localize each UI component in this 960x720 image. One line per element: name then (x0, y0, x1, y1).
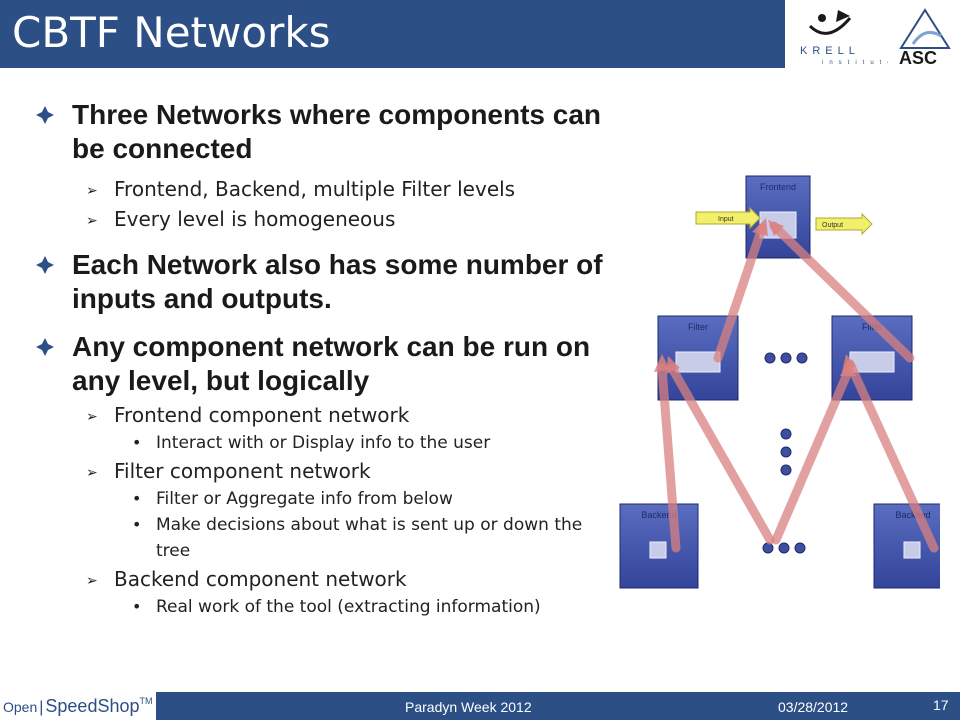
asc-logo: ASC (899, 8, 951, 68)
bullet-3: Any component network can be run on any … (36, 330, 616, 398)
bullet-1: Three Networks where components can be c… (36, 98, 616, 166)
backend-left-label: Backend (641, 510, 676, 520)
frontend-label: Frontend (760, 182, 796, 192)
bullet-1-text: Three Networks where components can be c… (72, 99, 602, 164)
arrow-bullet-icon: ➢ (86, 465, 98, 481)
filter-left-label: Filter (688, 322, 708, 332)
sub-sub-bullet-text: Interact with or Display info to the use… (156, 433, 491, 453)
bullet-content: Three Networks where components can be c… (36, 98, 616, 620)
sub-sub-bullet: • Real work of the tool (extracting info… (36, 594, 596, 620)
sub-sub-bullet-text: Make decisions about what is sent up or … (156, 515, 583, 561)
footer-event: Paradyn Week 2012 (405, 699, 532, 715)
ellipsis-dots (762, 352, 808, 554)
page-number: 17 (933, 697, 949, 713)
dot-bullet-icon: • (132, 515, 142, 534)
sub-bullet-text: Frontend component network (114, 403, 410, 427)
sub-bullet-text: Backend component network (114, 567, 407, 591)
logo-tm-text: TM (139, 696, 153, 706)
backend-node-left: Backend (619, 503, 699, 589)
arrow-bullet-icon: ➢ (86, 183, 98, 199)
openspeedshop-logo: Open|SpeedShopTM (3, 696, 153, 717)
sub-sub-bullet-text: Filter or Aggregate info from below (156, 489, 453, 509)
output-label: Output (822, 222, 843, 229)
logo-divider: | (39, 699, 44, 716)
dot-bullet-icon: • (132, 489, 142, 508)
dot-bullet-icon: • (132, 597, 142, 616)
sub-bullet: ➢ Every level is homogeneous (36, 204, 616, 234)
footer-logo-area (0, 692, 156, 720)
krell-logo-word: KRELL (800, 45, 860, 57)
sub-bullet: ➢ Frontend component network (36, 400, 616, 430)
sub-bullet-text: Filter component network (114, 459, 371, 483)
krell-logo-sub: institute (822, 60, 888, 66)
backend-right-label: Backend (895, 510, 930, 520)
bullet-2-text: Each Network also has some number of inp… (72, 249, 603, 314)
sub-bullet-text: Frontend, Backend, multiple Filter level… (114, 177, 516, 201)
sub-sub-bullet: • Filter or Aggregate info from below (36, 486, 596, 512)
input-arrow: Input (695, 206, 761, 230)
network-diagram: Frontend Input Output Filter Filter Back… (619, 175, 940, 589)
sub-sub-bullet: • Interact with or Display info to the u… (36, 430, 596, 456)
dot-bullet-icon: • (132, 433, 142, 452)
footer-bar (0, 692, 960, 720)
asc-logo-word: ASC (899, 48, 937, 68)
footer-date: 03/28/2012 (778, 699, 849, 715)
diamond-bullet-icon (36, 106, 54, 124)
diamond-bullet-icon (36, 338, 54, 356)
sub-sub-bullet: • Make decisions about what is sent up o… (36, 512, 596, 564)
arrow-bullet-icon: ➢ (86, 213, 98, 229)
slide-title: CBTF Networks (12, 8, 331, 57)
arrow-bullet-icon: ➢ (86, 573, 98, 589)
sub-bullet: ➢ Backend component network (36, 564, 616, 594)
title-bar: CBTF Networks (0, 0, 785, 68)
diamond-bullet-icon (36, 256, 54, 274)
bullet-2: Each Network also has some number of inp… (36, 248, 616, 316)
arrow-bullet-icon: ➢ (86, 409, 98, 425)
flow-arrowheads (654, 218, 856, 376)
krell-logo: KRELL institute (800, 10, 888, 66)
flow-arrows (657, 221, 939, 553)
sub-bullet: ➢ Frontend, Backend, multiple Filter lev… (36, 174, 616, 204)
sub-bullet-text: Every level is homogeneous (114, 207, 396, 231)
output-arrow: Output (815, 212, 873, 236)
bullet-3-text: Any component network can be run on any … (72, 331, 591, 396)
logo-open-text: Open (3, 699, 38, 715)
sub-bullet: ➢ Filter component network (36, 456, 616, 486)
logo-speedshop-text: SpeedShop (45, 696, 140, 716)
input-label: Input (718, 216, 734, 223)
sub-sub-bullet-text: Real work of the tool (extracting inform… (156, 597, 541, 617)
